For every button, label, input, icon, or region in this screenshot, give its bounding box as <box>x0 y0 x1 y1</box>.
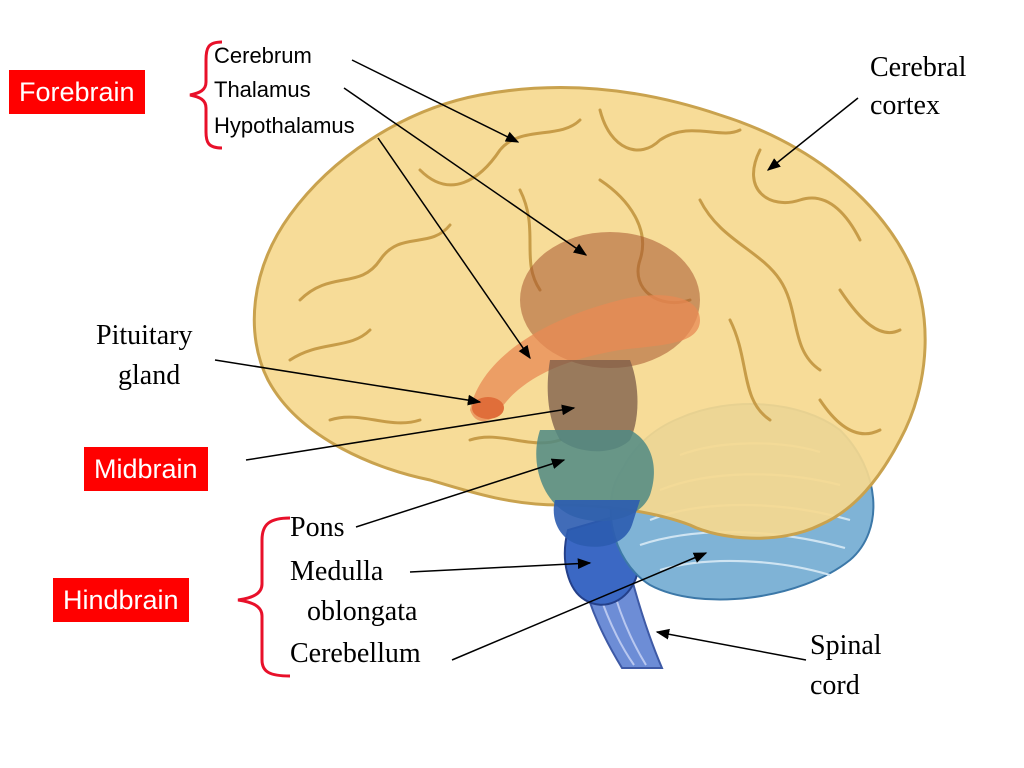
spinal-cord-label-line2: cord <box>810 670 860 701</box>
cerebral-cortex-leader <box>766 97 859 171</box>
spinal-cord-label-line1: Spinal <box>810 630 882 661</box>
pituitary-shape <box>472 397 504 419</box>
cerebral-cortex-label-line2: cortex <box>870 90 940 121</box>
hindbrain-label: Hindbrain <box>53 578 189 622</box>
midbrain-shape <box>547 360 638 452</box>
pituitary-gland-label-line2: gland <box>118 360 181 391</box>
midbrain-label: Midbrain <box>84 447 208 491</box>
medulla-label-line1: Medulla <box>290 556 384 587</box>
fornix-shape <box>470 295 700 422</box>
midbrain-leader <box>245 404 576 461</box>
leader-lines <box>214 59 859 661</box>
hypothalamus-leader <box>377 137 531 360</box>
pons-shape <box>536 430 654 522</box>
pons-label: Pons <box>290 512 345 543</box>
medulla-label-line2: oblongata <box>307 596 418 627</box>
hindbrain-brace <box>237 516 291 678</box>
hypothalamus-label: Hypothalamus <box>214 113 355 138</box>
thalamus-leader <box>343 87 588 256</box>
pituitary-gland-label-line1: Pituitary <box>96 320 193 351</box>
brain-sulci <box>288 108 902 445</box>
cerebrum-label: Cerebrum <box>214 43 312 68</box>
forebrain-brace <box>189 40 223 150</box>
cerebral-cortex-label-line1: Cerebral <box>870 52 967 83</box>
pons-leader <box>355 458 566 528</box>
pituitary-leader <box>214 359 482 406</box>
cerebrum-leader <box>351 59 520 143</box>
medulla-leader <box>409 558 592 573</box>
cerebellum-label: Cerebellum <box>290 638 421 669</box>
cerebellum-leader <box>451 552 708 661</box>
thalamus-label: Thalamus <box>214 77 311 102</box>
pons-lower-shape <box>553 500 640 547</box>
spinal-cord-leader <box>655 628 807 661</box>
forebrain-label: Forebrain <box>9 70 145 114</box>
